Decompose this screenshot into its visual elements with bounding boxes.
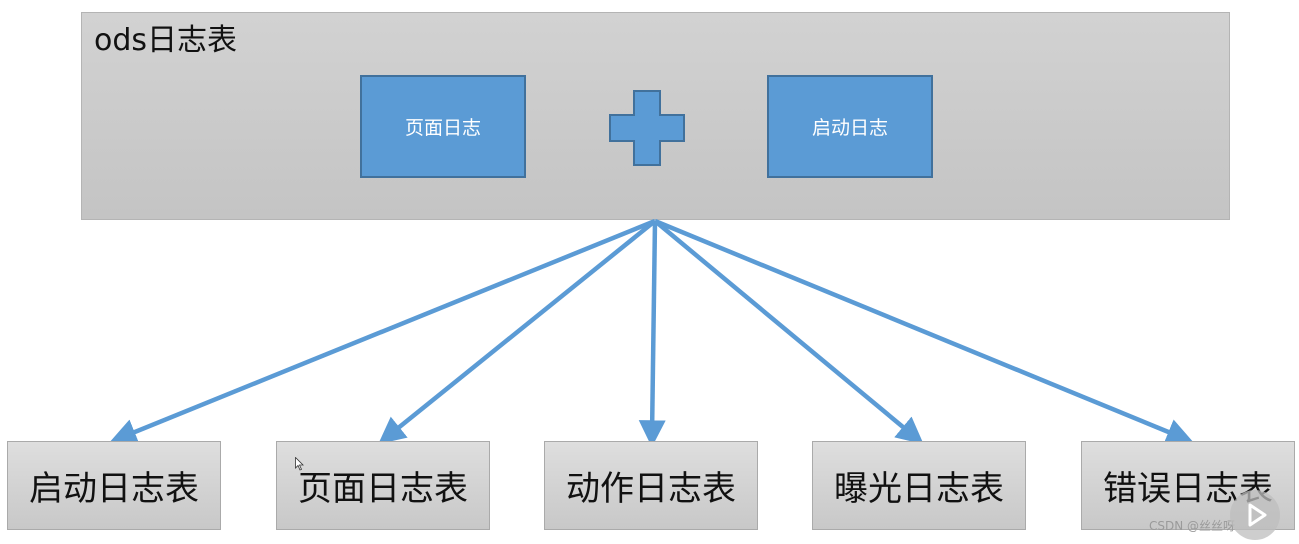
startup-log-box: 启动日志 (767, 75, 933, 178)
arrow-to-error-table (654, 218, 1194, 445)
arrow-to-exposure-table (653, 219, 924, 445)
play-icon (1248, 503, 1267, 527)
arrow-to-page-table (378, 219, 657, 445)
csdn-watermark: CSDN @丝丝呀 (1148, 519, 1235, 533)
arrow-to-action-table (638, 220, 666, 448)
ods-title: ods日志表 (94, 23, 238, 58)
action-log-table: 动作日志表 (544, 441, 758, 530)
startup-log-table: 启动日志表 (7, 441, 221, 530)
page-log-table: 页面日志表 (276, 441, 490, 530)
exposure-log-table: 曝光日志表 (812, 441, 1026, 530)
ods-log-table-box: ods日志表 页面日志 启动日志 (81, 12, 1230, 220)
video-play-button[interactable] (1230, 490, 1280, 540)
page-log-box: 页面日志 (360, 75, 526, 178)
plus-icon (609, 90, 685, 166)
arrow-to-startup-table (109, 218, 656, 445)
mouse-cursor-icon (295, 457, 304, 471)
